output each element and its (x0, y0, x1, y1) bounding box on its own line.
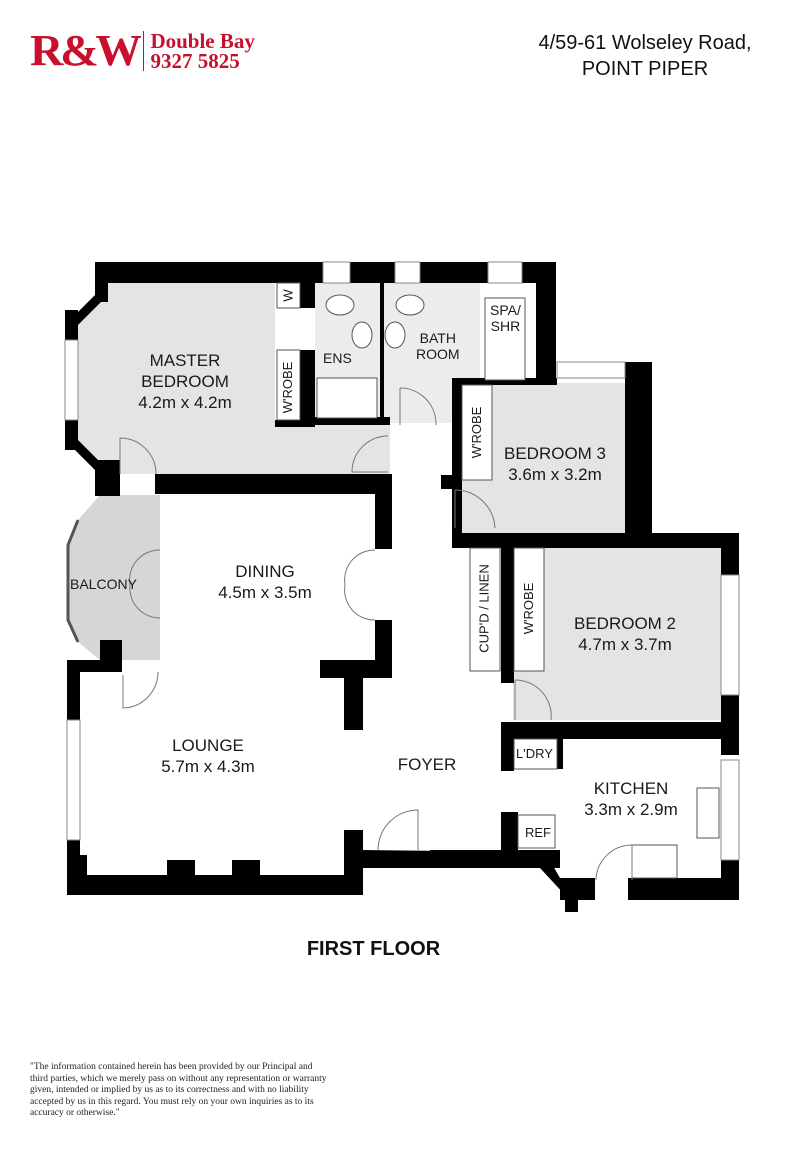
windows (64, 261, 740, 861)
label-wardrobe-small: W (280, 289, 296, 302)
master-bedroom-floor (78, 275, 390, 474)
room-lounge: LOUNGE 5.7m x 4.3m (148, 735, 268, 777)
room-dimensions: 3.6m x 3.2m (508, 465, 602, 484)
room-name: MASTER (149, 351, 221, 370)
room-dimensions: 3.3m x 2.9m (584, 800, 678, 819)
bedroom-2-floor (513, 548, 721, 720)
doors (119, 387, 633, 881)
room-bedroom-3: BEDROOM 3 3.6m x 3.2m (495, 443, 615, 485)
address-line-1: 4/59-61 Wolseley Road, (538, 32, 752, 54)
room-name: BEDROOM (141, 372, 229, 391)
room-balcony: BALCONY (70, 576, 137, 592)
room-name: BEDROOM 3 (503, 444, 607, 463)
agency-logo: R&W Double Bay 9327 5825 (30, 28, 255, 74)
room-dimensions: 4.2m x 4.2m (138, 393, 232, 412)
label-bathroom: BATH ROOM (416, 330, 460, 362)
bathroom-line-2: ROOM (416, 346, 460, 362)
logo-phone: 9327 5825 (150, 49, 240, 73)
disclaimer: "The information contained herein has be… (30, 1062, 327, 1118)
room-name: DINING (235, 562, 295, 581)
label-bedroom-3-wardrobe: W'ROBE (469, 406, 484, 459)
room-dimensions: 4.5m x 3.5m (218, 583, 312, 602)
bathroom-line-1: BATH (419, 330, 456, 346)
room-kitchen: KITCHEN 3.3m x 2.9m (571, 778, 691, 820)
room-dimensions: 4.7m x 3.7m (578, 635, 672, 654)
logo-office-block: Double Bay 9327 5825 (150, 29, 255, 73)
room-name: BEDROOM 2 (573, 614, 677, 633)
room-name: LOUNGE (172, 736, 244, 755)
label-laundry: L'DRY (516, 746, 553, 761)
room-master-bedroom: MASTER BEDROOM 4.2m x 4.2m (125, 350, 245, 413)
label-spa-shower: SPA/ SHR (490, 302, 521, 334)
logo-office: Double Bay (150, 29, 255, 53)
spa-line-1: SPA/ (490, 302, 521, 318)
room-bedroom-2: BEDROOM 2 4.7m x 3.7m (565, 613, 685, 655)
walls (65, 262, 739, 912)
logo-brand: R&W (30, 26, 142, 75)
balcony-floor (68, 495, 160, 660)
address-line-2: POINT PIPER (581, 58, 709, 80)
spa-line-2: SHR (490, 318, 521, 334)
room-name: KITCHEN (593, 779, 669, 798)
property-address: 4/59-61 Wolseley Road, POINT PIPER (500, 30, 790, 82)
fixtures (276, 282, 720, 879)
label-linen-cupboard: CUP'D / LINEN (476, 564, 492, 653)
room-dimensions: 5.7m x 4.3m (161, 757, 255, 776)
floor-title: FIRST FLOOR (306, 938, 441, 960)
room-dining: DINING 4.5m x 3.5m (205, 561, 325, 603)
label-master-wardrobe: W'ROBE (280, 361, 295, 414)
label-fridge: REF (525, 825, 551, 840)
label-ensuite: ENS (323, 350, 352, 366)
room-foyer: FOYER (367, 754, 487, 775)
room-name: FOYER (397, 755, 457, 774)
logo-divider (143, 31, 145, 71)
label-bedroom-2-wardrobe: W'ROBE (521, 582, 536, 635)
